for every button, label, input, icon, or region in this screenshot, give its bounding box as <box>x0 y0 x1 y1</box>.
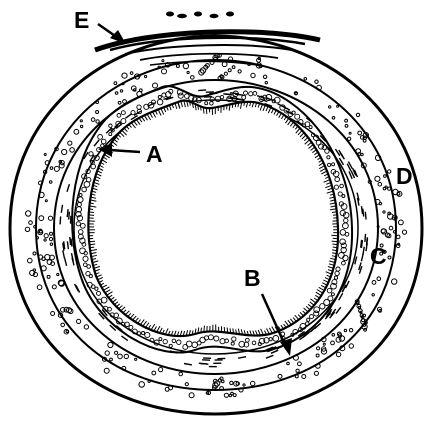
label-c: C <box>370 243 387 269</box>
surface-layer-e <box>95 12 320 67</box>
label-e: E <box>74 7 89 33</box>
label-a: A <box>146 141 163 167</box>
inner-lining-a <box>72 86 352 352</box>
arrow-e <box>98 24 126 44</box>
label-b: B <box>244 265 261 291</box>
label-d: D <box>396 163 413 189</box>
